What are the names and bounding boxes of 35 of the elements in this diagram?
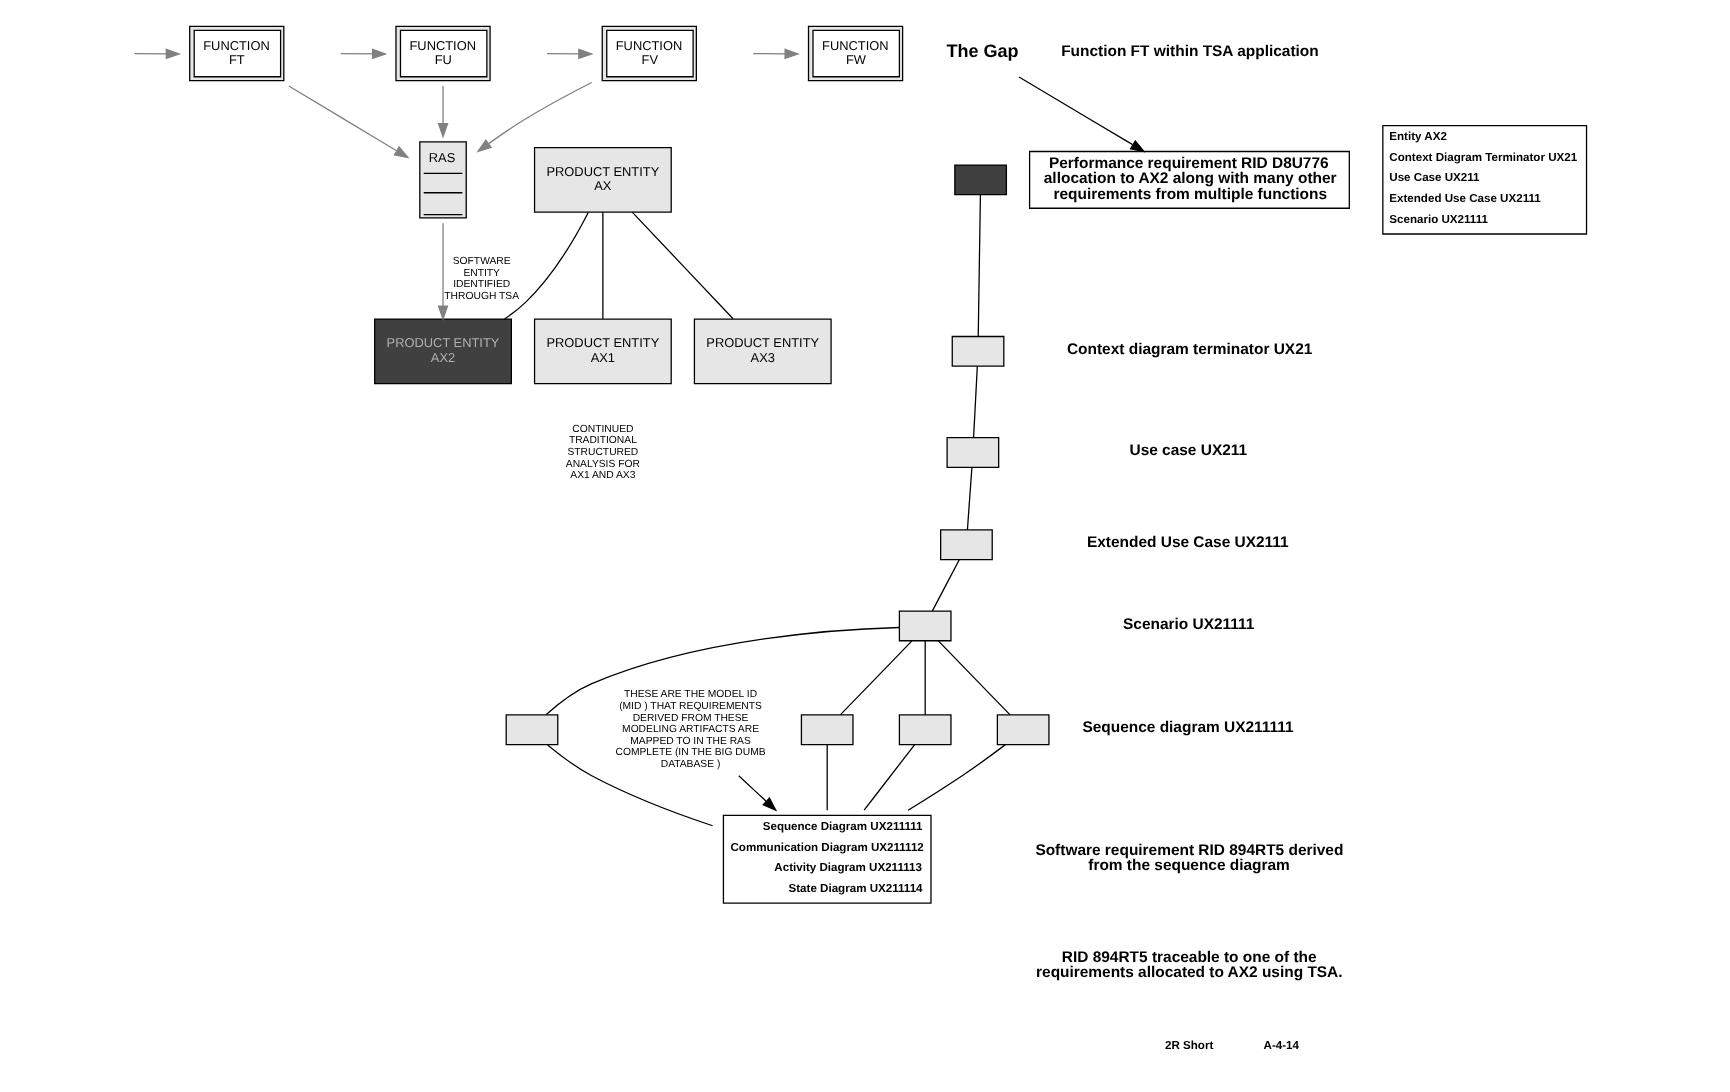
connector (972, 365, 978, 439)
connector (966, 466, 973, 531)
connector (863, 743, 916, 811)
arrow (437, 222, 449, 321)
connector (924, 640, 926, 716)
connector (826, 743, 828, 811)
node-box (898, 610, 952, 642)
arrow (437, 85, 449, 139)
node-box (954, 164, 1008, 196)
node-text: The Gap (946, 41, 1019, 62)
connector (937, 640, 1011, 716)
node-box (951, 335, 1005, 367)
connector (907, 744, 1007, 811)
connector (547, 744, 714, 827)
arrow (133, 48, 182, 60)
connector (631, 211, 734, 320)
arrow (476, 81, 593, 153)
node-box (996, 714, 1050, 746)
arrow (738, 775, 778, 812)
connector (931, 559, 960, 612)
node-box (505, 714, 559, 746)
arrow (752, 48, 800, 60)
connector (602, 211, 604, 320)
node-box (800, 714, 854, 746)
arrow (546, 48, 594, 60)
arrow (340, 48, 388, 60)
connector (839, 640, 913, 716)
arrow (288, 85, 410, 159)
connector (503, 211, 589, 320)
node-box (898, 714, 952, 746)
connector (977, 194, 982, 338)
arrow (1018, 76, 1146, 153)
node-box (940, 529, 993, 561)
connector (545, 626, 900, 716)
node-box (946, 437, 1000, 468)
